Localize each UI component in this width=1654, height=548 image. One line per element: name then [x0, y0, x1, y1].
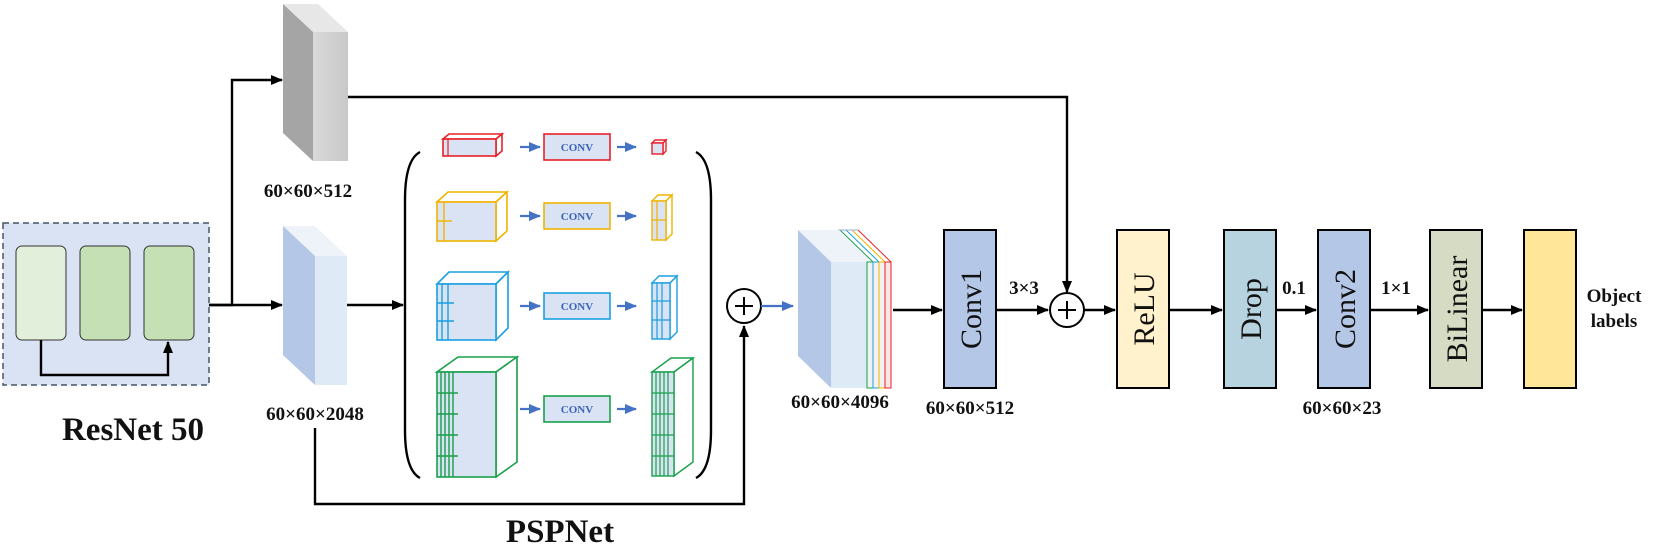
pspnet-bracket-left — [403, 150, 421, 480]
conv2-dim: 60×60×23 — [1303, 398, 1382, 419]
feature-4096-dim: 60×60×4096 — [791, 392, 889, 413]
conv1-dim: 60×60×512 — [926, 398, 1014, 419]
plus-node-concat — [726, 288, 762, 324]
conv1-label: Conv1 — [955, 269, 988, 349]
pspnet-bracket-right — [695, 150, 713, 480]
drop-rate: 0.1 — [1282, 278, 1306, 299]
drop-block: Drop — [1223, 229, 1277, 389]
conv-box-2 — [543, 202, 611, 230]
feature-map-4096 — [798, 229, 892, 389]
drop-label: Drop — [1235, 278, 1268, 340]
feature-map-2048 — [283, 226, 347, 385]
bilinear-block: BiLinear — [1429, 229, 1483, 389]
conv-label-3: CONV — [561, 301, 593, 313]
pyramid-level-2: CONV — [434, 190, 674, 243]
feature-map-512 — [283, 4, 348, 161]
kernel-3x3: 3×3 — [1009, 278, 1039, 299]
pyramid-level-3: CONV — [435, 270, 679, 342]
conv-label-4: CONV — [561, 404, 593, 416]
pyramid-level-4: CONV — [434, 355, 696, 479]
conv-label-1: CONV — [561, 142, 593, 154]
feature-2048-dim: 60×60×2048 — [266, 404, 364, 425]
plus-node-add — [1049, 292, 1085, 328]
output-block — [1523, 229, 1577, 389]
relu-label: ReLU — [1128, 272, 1161, 346]
skip-connection-arrow — [313, 325, 749, 506]
conv-box-1 — [543, 133, 611, 161]
output-label-line1: Object — [1587, 286, 1643, 307]
conv-box-3 — [543, 292, 611, 320]
conv-label-2: CONV — [561, 211, 593, 223]
conv1-block: Conv1 — [943, 229, 997, 389]
kernel-1x1: 1×1 — [1381, 278, 1411, 299]
top-skip-arrow — [348, 95, 1072, 293]
pyramid-level-1: CONV — [440, 132, 668, 161]
conv-box-4 — [543, 395, 611, 423]
conv2-label: Conv2 — [1329, 269, 1362, 349]
feature-512-dim: 60×60×512 — [264, 181, 352, 202]
bilinear-label: BiLinear — [1441, 256, 1474, 363]
conv2-block: Conv2 — [1317, 229, 1371, 389]
pspnet-label: PSPNet — [506, 514, 614, 548]
resnet-label: ResNet 50 — [62, 412, 204, 448]
relu-block: ReLU — [1116, 229, 1170, 389]
resnet-block — [2, 222, 210, 386]
output-label-line2: labels — [1591, 311, 1637, 332]
